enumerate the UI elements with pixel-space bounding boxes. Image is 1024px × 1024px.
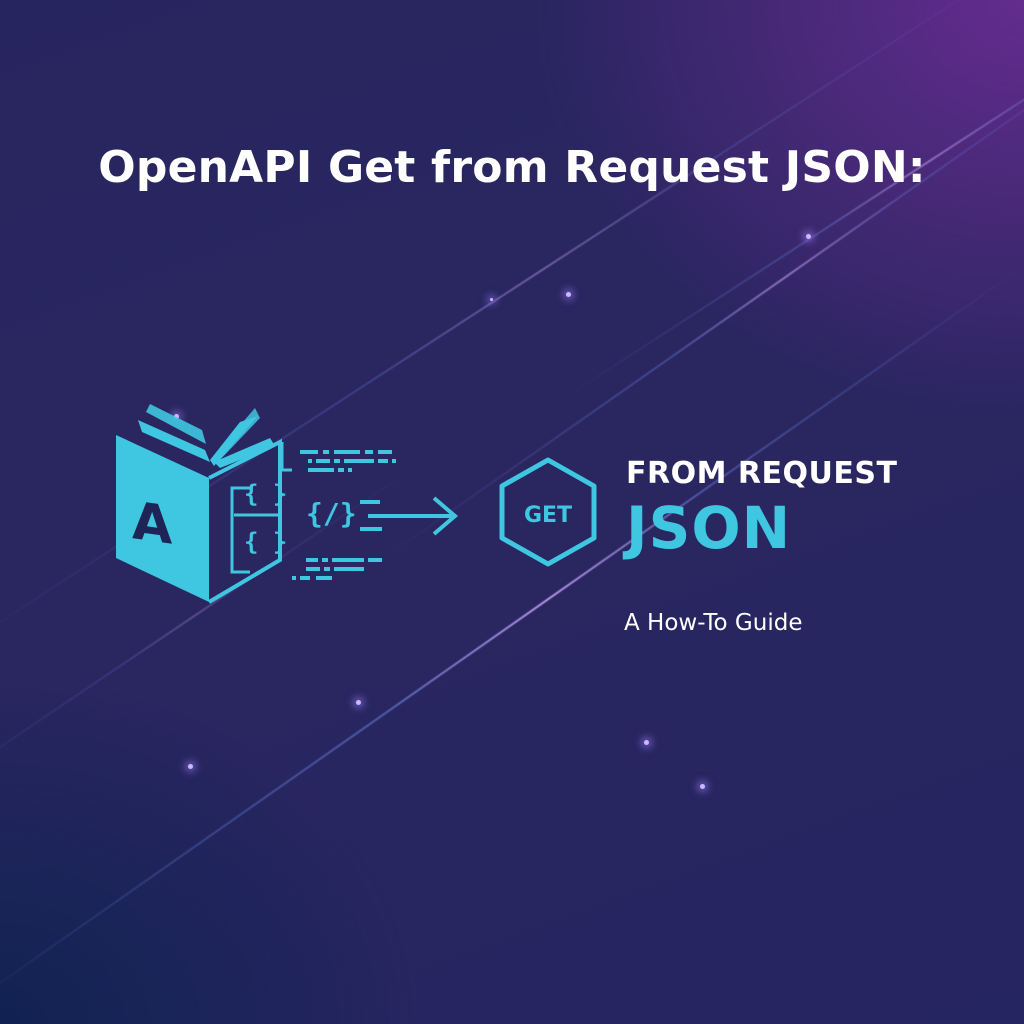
- get-method-badge: GET: [499, 457, 597, 567]
- sparkle-dot: [566, 292, 571, 297]
- curly-braces-icon: { }: [244, 480, 287, 508]
- sparkle-dot: [356, 700, 361, 705]
- light-streak: [0, 264, 1024, 1012]
- headline-line2: JSON: [626, 494, 792, 562]
- get-label: GET: [524, 503, 572, 528]
- light-streak: [559, 0, 1024, 402]
- subtitle: A How-To Guide: [624, 610, 803, 636]
- sparkle-dot: [174, 414, 179, 419]
- code-tag-icon: {/}: [306, 497, 357, 530]
- curly-braces-icon: { }: [244, 528, 287, 556]
- sparkle-dot: [490, 298, 493, 301]
- sparkle-dot: [188, 764, 193, 769]
- arrow-right-icon: [360, 496, 459, 536]
- openapi-book-icon: A: [116, 404, 292, 604]
- sparkle-dot: [700, 784, 705, 789]
- book-letter: A: [132, 491, 173, 556]
- hexagon-icon: [499, 457, 597, 567]
- page-title: OpenAPI Get from Request JSON:: [98, 142, 926, 193]
- code-lines-top: [300, 450, 396, 472]
- sparkle-dot: [806, 234, 811, 239]
- code-lines-bottom: [292, 558, 382, 580]
- headline-line1: FROM REQUEST: [626, 456, 898, 491]
- openapi-book-illustration: A { } { } {/}: [116, 404, 459, 604]
- sparkle-dot: [644, 740, 649, 745]
